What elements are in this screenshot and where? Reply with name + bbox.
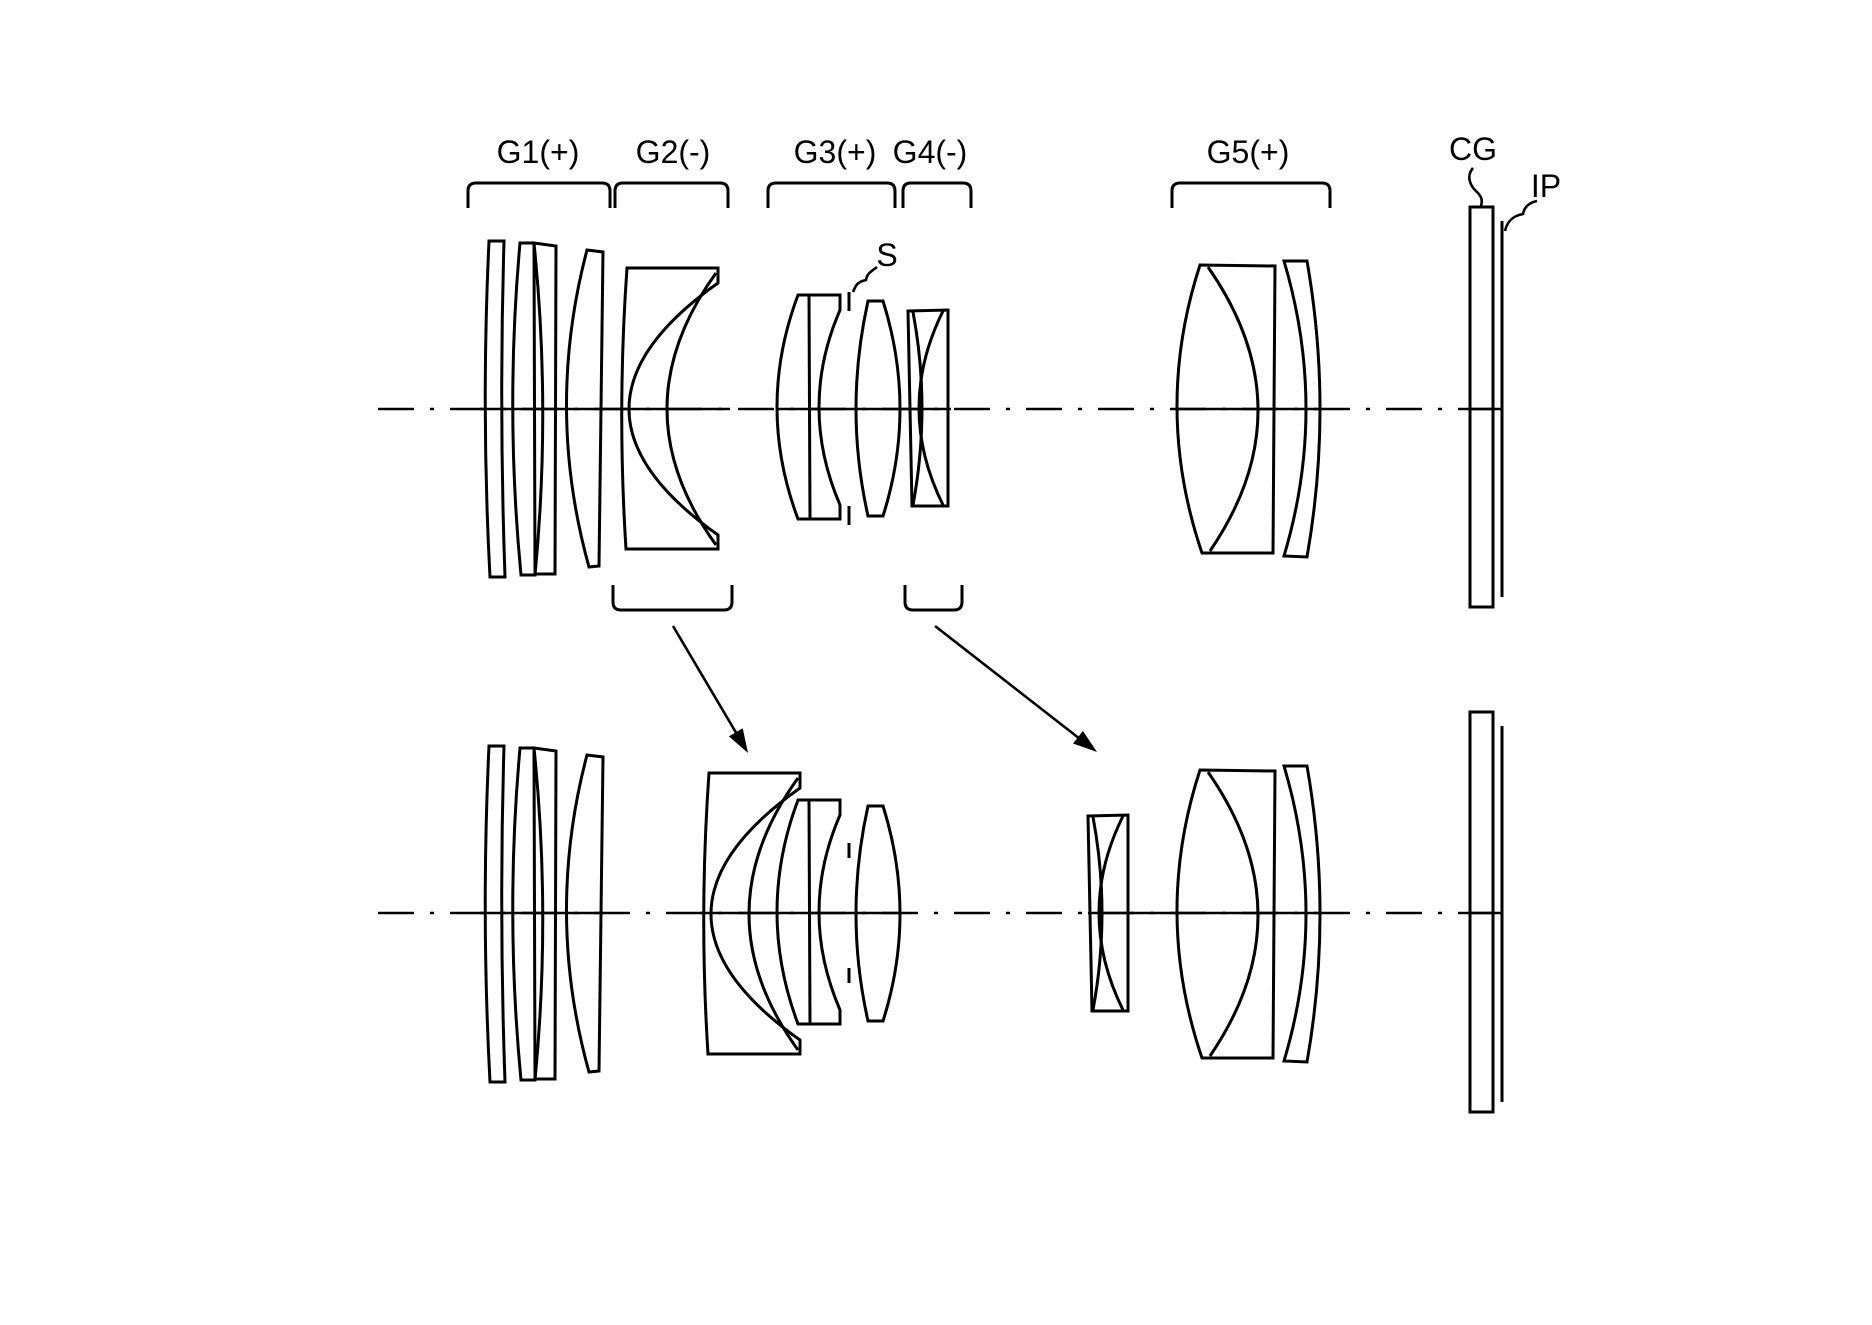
- bracket-g5: [1170, 181, 1332, 208]
- label-g2: G2(-): [636, 134, 711, 170]
- movement-arrow-g4: [934, 624, 1097, 752]
- label-image-plane: IP: [1531, 168, 1561, 204]
- bracket-g3: [766, 181, 897, 208]
- bracket-g2: [613, 181, 730, 208]
- group-g3-top: [775, 293, 902, 522]
- cover-glass-top: [1468, 205, 1495, 609]
- label-cover-glass: CG: [1449, 131, 1497, 167]
- leader-cg: [1468, 167, 1484, 208]
- bracket-g1: [466, 181, 612, 208]
- label-g4: G4(-): [893, 134, 968, 170]
- lens-row-top: [483, 205, 1504, 609]
- label-g3: G3(+): [794, 134, 877, 170]
- leader-ip: [1503, 199, 1538, 232]
- movement-arrow-g2: [671, 625, 748, 753]
- group-brackets: [466, 181, 1332, 612]
- bracket-g2-lower: [611, 585, 734, 612]
- label-g5: G5(+): [1207, 134, 1290, 170]
- leader-s: [851, 265, 878, 293]
- label-aperture-stop: S: [876, 237, 897, 273]
- label-g1: G1(+): [497, 134, 580, 170]
- bracket-g4: [901, 181, 973, 208]
- lens-row-bottom: [483, 710, 1504, 1114]
- bracket-g4-lower: [903, 585, 964, 612]
